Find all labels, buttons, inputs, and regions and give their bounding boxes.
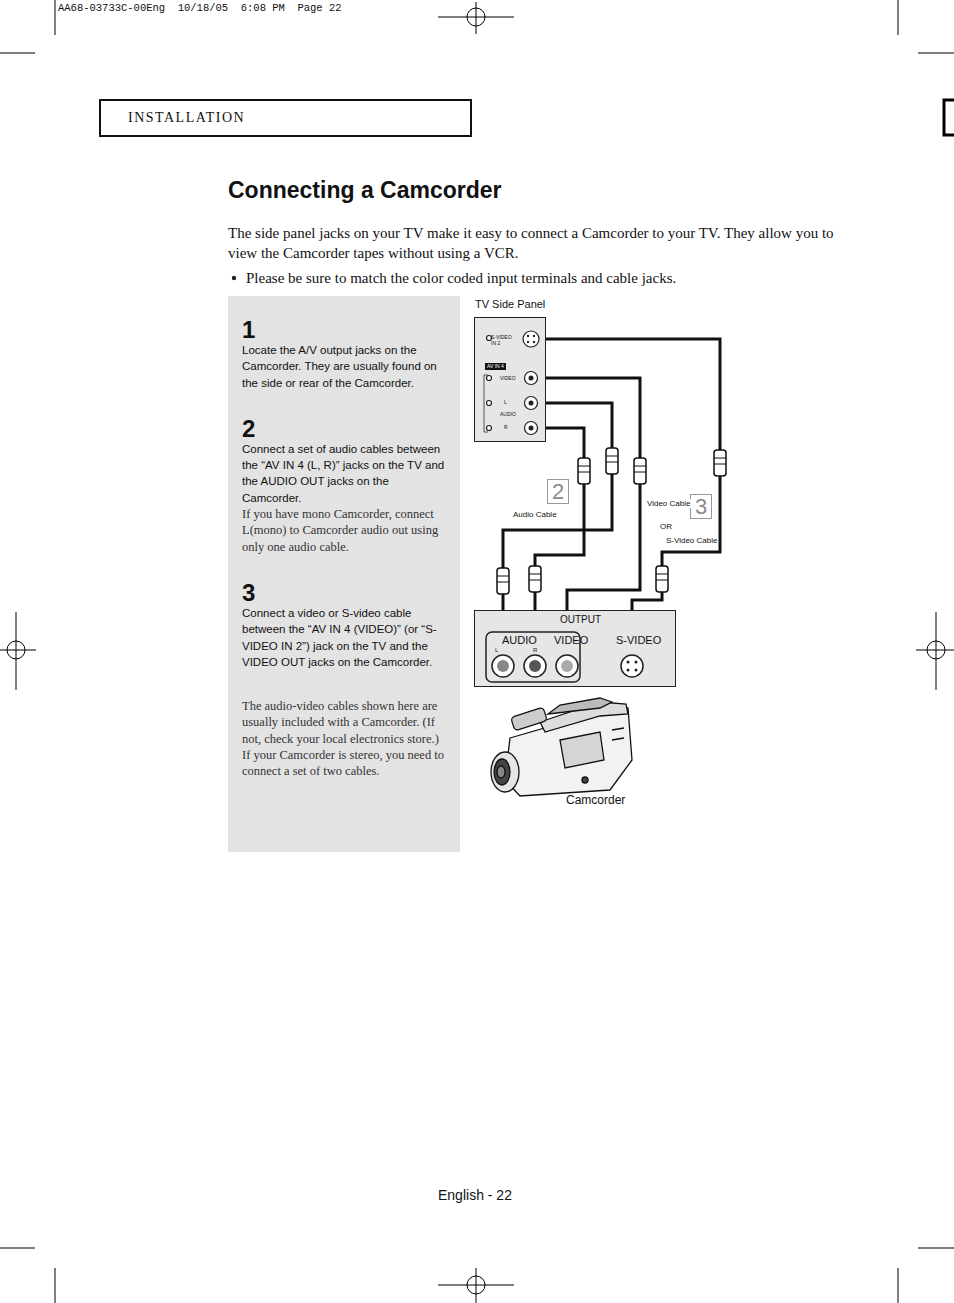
panel-note: The audio-video cables shown here are us… (242, 698, 448, 779)
intro-paragraph: The side panel jacks on your TV make it … (228, 223, 846, 263)
cable (535, 428, 584, 610)
step-text: Locate the A/V output jacks on the Camco… (242, 342, 448, 391)
jack-label: R (504, 425, 508, 431)
jack-label: S-VIDEO (616, 634, 661, 647)
tv-panel-face (474, 317, 545, 441)
camcorder-output-panel: OUTPUT AUDIO VIDEO S-VIDEO L R (474, 610, 676, 687)
step-note: If you have mono Camcorder, connect L(mo… (242, 506, 448, 555)
section-header: INSTALLATION (99, 99, 472, 137)
jack-label: VIDEO (554, 634, 588, 647)
jack-label: L (495, 647, 498, 654)
jack-label: L (504, 400, 507, 406)
bullet-text: Please be sure to match the color coded … (246, 268, 846, 288)
tv-side-panel: TV Side PanelS-VIDEO IN 2AV IN 4VIDEOLAU… (474, 317, 546, 442)
or-label: OR (659, 522, 673, 531)
jack-label: VIDEO (500, 376, 516, 382)
panel-heading: TV Side Panel (475, 298, 545, 311)
panel-heading: OUTPUT (560, 614, 601, 626)
jack-label: AUDIO (500, 412, 516, 418)
cable (546, 339, 720, 610)
step-number: 2 (242, 417, 448, 441)
jack-label: AUDIO (502, 634, 537, 647)
cable (546, 378, 640, 610)
cable-label: Audio Cable (512, 510, 558, 519)
output-panel-face (474, 610, 676, 686)
step-text: Connect a video or S-video cable between… (242, 605, 448, 670)
page-number: English - 22 (438, 1187, 512, 1203)
jack-label: R (533, 647, 537, 654)
page-title: Connecting a Camcorder (228, 177, 502, 204)
bullet-dot (232, 276, 236, 280)
step-text: Connect a set of audio cables between th… (242, 441, 448, 506)
step-number: 1 (242, 318, 448, 342)
device-label: Camcorder (566, 793, 625, 807)
print-slug: AA68-03733C-00Eng 10/18/05 6:08 PM Page … (58, 2, 342, 14)
cable-label: Video Cable (646, 499, 691, 508)
step-number: 3 (242, 581, 448, 605)
camcorder-illustration (491, 698, 632, 796)
callout-number: 2 (547, 479, 569, 504)
instruction-panel: 1Locate the A/V output jacks on the Camc… (228, 296, 460, 852)
cable-label: S-Video Cable (665, 536, 718, 545)
callout-number: 3 (690, 494, 712, 519)
jack-label: AV IN 4 (485, 363, 506, 370)
jack-label: S-VIDEO IN 2 (491, 334, 513, 346)
section-name: INSTALLATION (128, 110, 245, 126)
